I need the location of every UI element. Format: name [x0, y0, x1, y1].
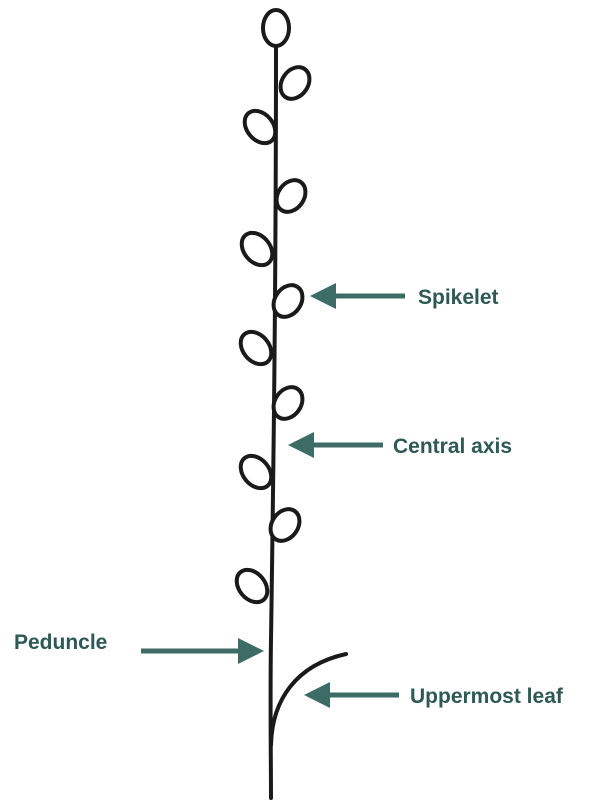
uppermost-leaf-shape	[271, 654, 346, 745]
central-axis-line	[271, 42, 276, 798]
spikelets	[230, 10, 315, 608]
peduncle-arrow	[141, 638, 264, 664]
spikelet	[263, 10, 289, 46]
spikelet-arrow	[310, 283, 405, 309]
central-axis-arrow	[288, 432, 383, 458]
spikelet	[230, 564, 273, 608]
uppermost-leaf-label: Uppermost leaf	[410, 685, 564, 708]
spikelet-label: Spikelet	[418, 286, 499, 309]
peduncle-label: Peduncle	[14, 631, 107, 654]
uppermost-leaf-arrow	[304, 682, 399, 708]
spikelet	[234, 326, 277, 370]
spikelet	[275, 62, 316, 105]
central-axis-label: Central axis	[393, 435, 512, 458]
spikelet	[235, 227, 278, 271]
